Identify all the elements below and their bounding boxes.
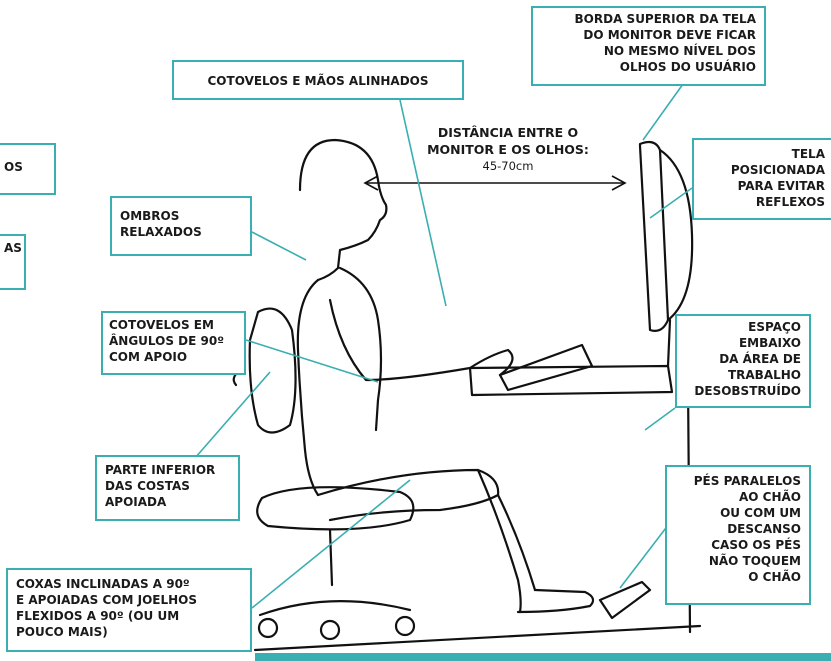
label-thighs: COXAS INCLINADAS A 90º E APOIADAS COM JO… bbox=[6, 568, 252, 652]
desk-top bbox=[468, 364, 674, 397]
leader-space-under bbox=[644, 407, 676, 431]
chair-seat bbox=[256, 486, 415, 531]
chair-wheel-right bbox=[394, 615, 416, 637]
leader-lower-back bbox=[194, 371, 271, 459]
monitor-stand bbox=[666, 318, 672, 368]
label-cut-left-2: AS bbox=[0, 234, 26, 290]
label-elbows-90: COTOVELOS EM ÂNGULOS DE 90º COM APOIO bbox=[101, 311, 246, 375]
leader-shoulders bbox=[251, 231, 307, 261]
label-cut-left-1: OS bbox=[0, 143, 56, 195]
leader-monitor-top bbox=[642, 83, 684, 141]
keyboard bbox=[498, 343, 594, 392]
floor-line bbox=[253, 624, 702, 652]
label-elbows-hands: COTOVELOS E MÃOS ALINHADOS bbox=[172, 60, 464, 100]
person-shin-back bbox=[496, 493, 537, 592]
leader-elbows-hands bbox=[399, 99, 447, 307]
label-screen-glare: TELA POSICIONADA PARA EVITAR REFLEXOS bbox=[692, 138, 831, 220]
leader-screen-glare bbox=[649, 187, 693, 219]
chair-wheel-mid bbox=[319, 619, 341, 641]
person-thigh bbox=[316, 468, 500, 522]
label-feet: PÉS PARALELOS AO CHÃO OU COM UM DESCANSO… bbox=[665, 465, 811, 605]
person-front bbox=[338, 266, 383, 432]
chair-wheel-left bbox=[257, 617, 279, 639]
chair-base bbox=[258, 600, 412, 617]
floor-accent-bar bbox=[255, 653, 831, 661]
label-space-under: ESPAÇO EMBAIXO DA ÁREA DE TRABALHO DESOB… bbox=[675, 314, 811, 408]
label-lower-back: PARTE INFERIOR DAS COSTAS APOIADA bbox=[95, 455, 240, 521]
monitor-screen bbox=[638, 140, 670, 332]
chair-post bbox=[328, 528, 334, 587]
leader-elbows-90 bbox=[245, 339, 379, 383]
label-monitor-top: BORDA SUPERIOR DA TELA DO MONITOR DEVE F… bbox=[531, 6, 766, 86]
person-arm bbox=[328, 298, 514, 382]
distance-value: 45-70cm bbox=[482, 159, 534, 173]
distance-note: DISTÂNCIA ENTRE O MONITOR E OS OLHOS: 45… bbox=[400, 124, 616, 175]
leader-feet bbox=[619, 519, 673, 589]
distance-title-line2: MONITOR E OS OLHOS: bbox=[427, 142, 589, 157]
leader-thighs bbox=[251, 479, 411, 609]
person-back bbox=[296, 278, 320, 497]
monitor-back bbox=[658, 148, 694, 322]
person-foot bbox=[516, 588, 595, 614]
footrest bbox=[598, 580, 652, 620]
chair-backrest bbox=[248, 307, 297, 434]
distance-title-line1: DISTÂNCIA ENTRE O bbox=[437, 125, 579, 140]
person-shin bbox=[476, 468, 522, 614]
person-head bbox=[298, 138, 388, 282]
label-shoulders: OMBROS RELAXADOS bbox=[110, 196, 252, 256]
